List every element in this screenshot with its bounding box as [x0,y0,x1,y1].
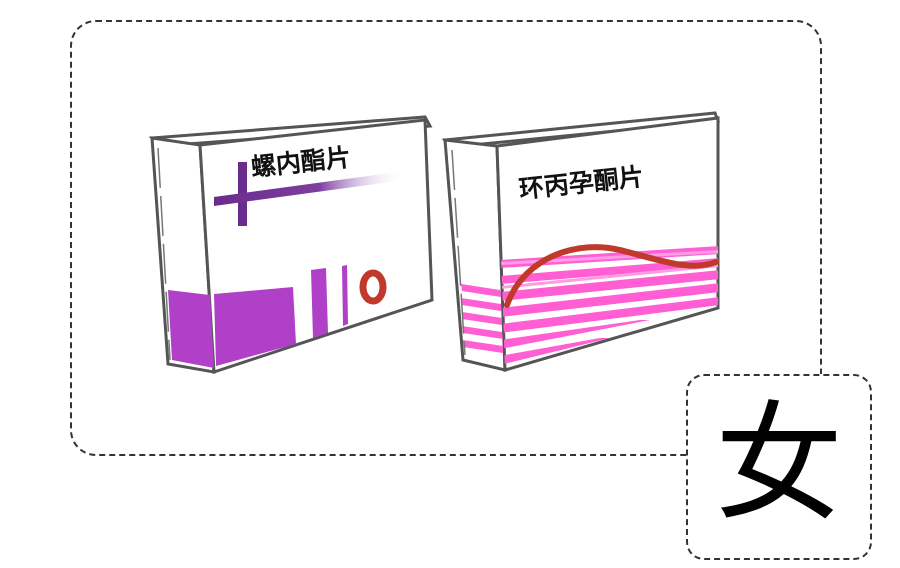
cross-horizontal-stroke [214,171,405,206]
female-symbol-frame: 女 [686,374,872,560]
edge-sketch [157,147,171,361]
box-front-face [495,116,720,372]
female-character: 女 [714,390,843,539]
side-purple-band [168,290,214,368]
red-wave-line [504,244,719,308]
cyproterone-box: 环丙孕酮片 [441,111,721,372]
front-purple-bar [311,268,328,338]
spironolactone-box: 螺内酯片 [148,115,434,375]
side-pink-stripes [461,284,503,353]
edge-sketch [451,149,466,356]
front-thin-bar [342,265,348,326]
red-ring-mark [359,269,387,305]
front-purple-band [214,287,296,366]
